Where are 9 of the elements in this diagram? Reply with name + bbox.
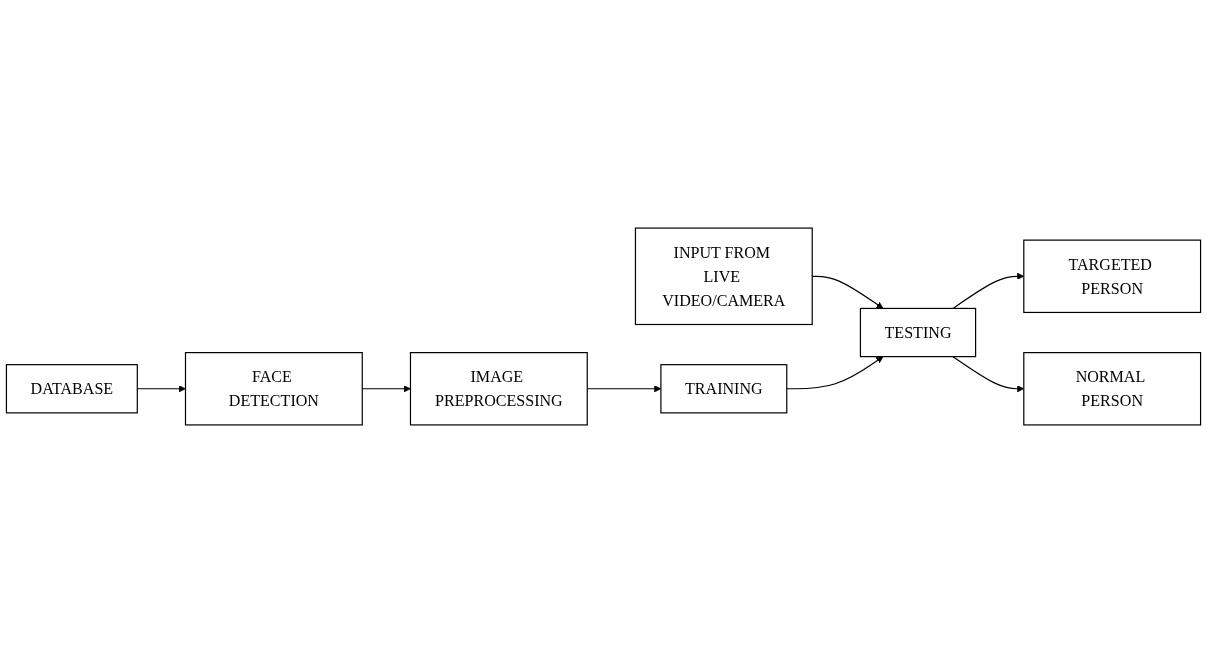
arrow [786, 356, 884, 390]
node-box: TARGETED PERSON [1023, 239, 1202, 314]
node-box: DATABASE [5, 364, 138, 414]
node-box: TESTING [859, 307, 977, 358]
node-box: FACE DETECTION [184, 352, 363, 426]
node-box: NORMAL PERSON [1023, 352, 1202, 426]
node-box: TRAINING [660, 364, 788, 414]
node-box: IMAGE PREPROCESSING [409, 352, 588, 426]
node-box: INPUT FROM LIVE VIDEO/CAMERA [634, 227, 813, 326]
